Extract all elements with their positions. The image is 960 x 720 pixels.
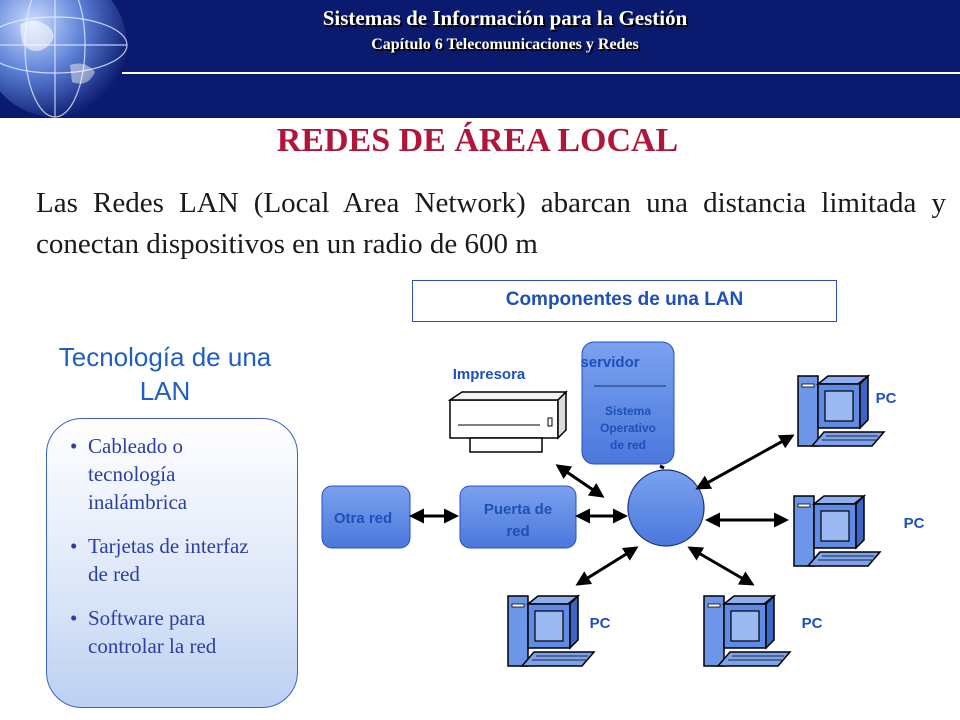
technology-item-software: Software para controlar la red	[70, 604, 270, 660]
pc-right-icon	[793, 495, 881, 567]
pc-bottom-left-icon	[507, 595, 595, 667]
header-divider	[122, 72, 960, 74]
server-node: servidor Sistema Operativo de red	[580, 341, 675, 465]
technology-list: Cableado o tecnología inalámbrica Tarjet…	[70, 432, 270, 676]
gateway-node: Puerta de red	[459, 485, 577, 549]
other-network-node: Otra red	[321, 485, 411, 549]
pc-bottom-right-icon	[703, 595, 791, 667]
components-heading: Componentes de una LAN	[412, 280, 837, 322]
gateway-label-line-2: red	[506, 523, 529, 540]
page-title: REDES DE ÁREA LOCAL	[276, 122, 679, 159]
server-os-line-1: Sistema	[605, 404, 651, 418]
header-title: Sistemas de Información para la Gestión	[322, 6, 688, 30]
pc-top-right-icon	[797, 375, 885, 447]
pc-bottom-right-label: PC	[802, 615, 823, 632]
server-os-line-3: de red	[610, 438, 646, 452]
pc-top-right-label: PC	[876, 390, 897, 407]
globe-icon	[0, 0, 128, 118]
gateway-label-line-1: Puerta de	[484, 501, 552, 518]
link-hub-pc-bottom-left	[575, 546, 639, 586]
pc-right-label: PC	[904, 515, 925, 532]
link-hub-pc-bottom-right	[687, 546, 755, 586]
technology-heading: Tecnología de una LAN	[58, 342, 272, 406]
other-network-label: Otra red	[334, 510, 392, 527]
header-subtitle: Capítulo 6 Telecomunicaciones y Redes	[371, 36, 639, 53]
pc-bottom-left-label: PC	[590, 615, 611, 632]
server-label: servidor	[580, 354, 639, 371]
printer-label: Impresora	[453, 366, 526, 383]
link-printer-hub	[555, 464, 605, 498]
intro-paragraph: Las Redes LAN (Local Area Network) abarc…	[36, 187, 946, 260]
link-server-hub	[659, 464, 665, 470]
header-banner: Sistemas de Información para la Gestión …	[0, 0, 960, 118]
link-hub-pc-top-right	[695, 434, 795, 490]
printer-icon	[447, 390, 568, 453]
server-os-line-2: Operativo	[600, 421, 656, 435]
technology-item-cabling: Cableado o tecnología inalámbrica	[70, 432, 270, 516]
technology-item-nic: Tarjetas de interfaz de red	[70, 532, 270, 588]
hub-node	[627, 469, 705, 547]
